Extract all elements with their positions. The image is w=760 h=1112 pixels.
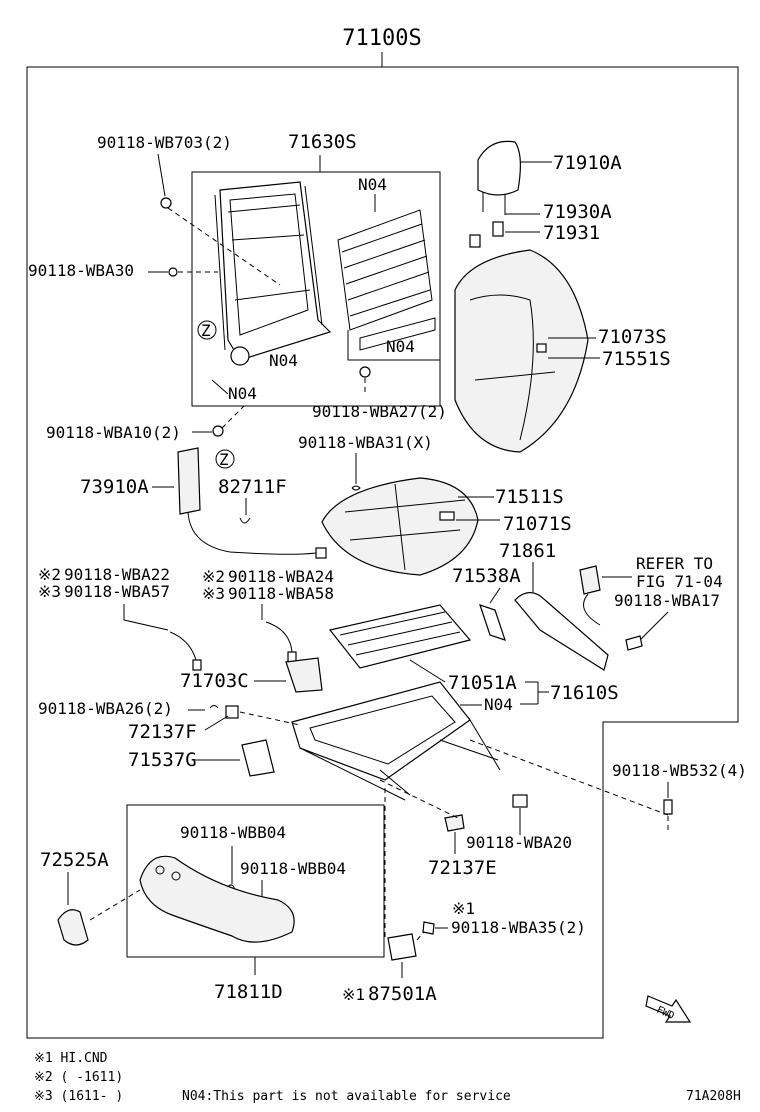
seat-cover-clip-icon <box>225 705 239 719</box>
bolt-icon <box>625 635 643 651</box>
label-71538A[interactable]: 71538A <box>452 565 521 587</box>
connector-icon <box>192 659 202 671</box>
label-71931[interactable]: 71931 <box>543 222 600 244</box>
footnote-1: ※1 HI.CND <box>34 1051 108 1066</box>
label-90118-WBA27[interactable]: 90118-WBA27(2) <box>312 402 447 421</box>
refer-to-line1[interactable]: REFER TO <box>636 554 713 573</box>
label-n04-b[interactable]: N04 <box>269 351 298 370</box>
label-87501A[interactable]: 87501A <box>368 983 437 1005</box>
figure-code: 71A208H <box>686 1089 741 1104</box>
headrest <box>477 140 521 215</box>
label-82711F[interactable]: 82711F <box>218 476 287 498</box>
label-73910A[interactable]: 73910A <box>80 476 149 498</box>
label-71051A[interactable]: 71051A <box>448 672 517 694</box>
marker-2-a: ※2 <box>38 565 61 584</box>
label-z-1: Z <box>201 321 211 340</box>
side-airbag <box>177 447 201 515</box>
seatback-frame <box>214 181 332 366</box>
label-90118-WB703[interactable]: 90118-WB703(2) <box>97 133 232 152</box>
label-71630S[interactable]: 71630S <box>288 131 357 153</box>
connector-icon <box>315 547 327 559</box>
label-71511S[interactable]: 71511S <box>495 486 564 508</box>
seatback-cover <box>454 249 589 453</box>
clip-icon <box>512 794 528 808</box>
forward-arrow-icon: FWD <box>645 995 692 1023</box>
label-71861[interactable]: 71861 <box>499 540 556 562</box>
label-90118-WBA24[interactable]: 90118-WBA24 <box>228 567 334 586</box>
label-z-2: Z <box>219 450 229 469</box>
z-marker-2 <box>215 449 235 469</box>
label-71071S[interactable]: 71071S <box>503 513 572 535</box>
seat-adjuster-mechanism <box>328 604 472 669</box>
label-71100S[interactable]: 71100S <box>342 26 421 51</box>
label-71073S[interactable]: 71073S <box>598 326 667 348</box>
shield-bracket <box>479 604 506 641</box>
label-n04-d[interactable]: N04 <box>228 384 257 403</box>
marker-1-b: ※1 <box>342 985 365 1004</box>
label-72137F[interactable]: 72137F <box>128 721 197 743</box>
seatback-spring <box>337 209 436 351</box>
seat-cushion-shield <box>139 855 295 943</box>
marker-3-a: ※3 <box>38 582 61 601</box>
headrest-guide-icon <box>492 221 504 237</box>
label-72525A[interactable]: 72525A <box>40 849 109 871</box>
seatback-frame-box <box>191 171 441 407</box>
nut-icon <box>168 267 178 277</box>
label-71910A[interactable]: 71910A <box>553 152 622 174</box>
label-71930A[interactable]: 71930A <box>543 201 612 223</box>
label-71610S[interactable]: 71610S <box>550 682 619 704</box>
label-72137E[interactable]: 72137E <box>428 857 497 879</box>
label-90118-WBA17[interactable]: 90118-WBA17 <box>614 591 720 610</box>
label-90118-WBA30[interactable]: 90118-WBA30 <box>28 261 134 280</box>
seat-cushion-pad-bracket <box>285 657 323 693</box>
harness-center <box>265 621 293 653</box>
seat-cushion-frame <box>291 681 501 801</box>
cushion-clip-icon <box>439 511 455 521</box>
label-90118-WB532[interactable]: 90118-WB532(4) <box>612 761 747 780</box>
z-marker-1 <box>197 320 217 340</box>
reclining-cover <box>57 909 89 946</box>
marker-1-a: ※1 <box>452 899 475 918</box>
harness-left <box>169 631 197 661</box>
footnote-3: ※3 (1611- ) <box>34 1089 123 1104</box>
label-90118-WBA10[interactable]: 90118-WBA10(2) <box>46 423 181 442</box>
assembly-outline <box>26 66 739 1039</box>
headrest-support-icon <box>469 234 481 248</box>
label-90118-WBA35[interactable]: 90118-WBA35(2) <box>451 918 586 937</box>
airbag-harness <box>187 511 317 555</box>
seat-cover-clip-e-icon <box>444 814 465 832</box>
bolt-icon <box>663 799 673 815</box>
seatback-clip-icon <box>536 343 547 353</box>
footnote-n04: N04:This part is not available for servi… <box>182 1089 511 1104</box>
label-90118-WBA58[interactable]: 90118-WBA58 <box>228 584 334 603</box>
clip-icon <box>209 705 219 709</box>
label-90118-WBB04-a[interactable]: 90118-WBB04 <box>180 823 286 842</box>
seat-heater-switch <box>387 933 417 961</box>
label-n04-c[interactable]: N04 <box>386 337 415 356</box>
label-n04-a[interactable]: N04 <box>358 175 387 194</box>
label-71811D[interactable]: 71811D <box>214 981 283 1003</box>
label-n04-e[interactable]: N04 <box>484 695 513 714</box>
bolt-icon <box>160 197 172 209</box>
bolt-icon <box>422 921 435 935</box>
label-90118-WBA22[interactable]: 90118-WBA22 <box>64 565 170 584</box>
label-71703C[interactable]: 71703C <box>180 670 249 692</box>
label-90118-WBB04-b[interactable]: 90118-WBB04 <box>240 859 346 878</box>
seat-side-shield <box>514 591 609 671</box>
label-90118-WBA57[interactable]: 90118-WBA57 <box>64 582 170 601</box>
label-71537G[interactable]: 71537G <box>128 749 197 771</box>
bolt-icon <box>359 366 371 378</box>
refer-to-line2[interactable]: FIG 71-04 <box>636 572 723 591</box>
marker-2-b: ※2 <box>202 567 225 586</box>
label-90118-WBA31[interactable]: 90118-WBA31(X) <box>298 433 433 452</box>
label-90118-WBA20[interactable]: 90118-WBA20 <box>466 833 572 852</box>
marker-3-b: ※3 <box>202 584 225 603</box>
label-71551S[interactable]: 71551S <box>602 348 671 370</box>
side-shield-bracket <box>241 739 275 777</box>
seat-belt-buckle <box>579 565 601 595</box>
label-90118-WBA26[interactable]: 90118-WBA26(2) <box>38 699 173 718</box>
footnote-2: ※2 ( -1611) <box>34 1070 123 1085</box>
nut-icon <box>212 425 224 437</box>
